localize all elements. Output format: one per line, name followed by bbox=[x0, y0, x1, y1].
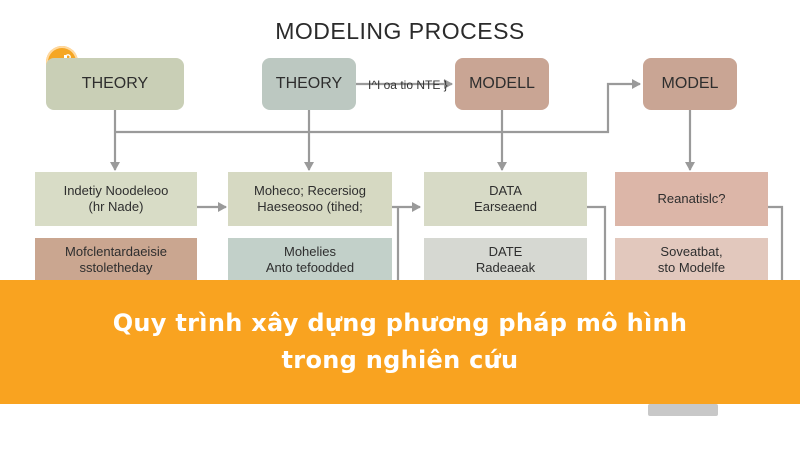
node-model-2-label: MODEL bbox=[661, 75, 719, 93]
caption-line-1: Quy trình xây dựng phương pháp mô hình bbox=[112, 308, 688, 337]
node-theory-2: THEORY bbox=[262, 58, 356, 110]
node-row2-col4: Soveatbat, sto Modelfe bbox=[615, 238, 768, 282]
node-theory-1-label: THEORY bbox=[81, 75, 149, 93]
partial-node-below-banner bbox=[648, 404, 718, 416]
node-theory-2-label: THEORY bbox=[275, 75, 343, 93]
node-model-2: MODEL bbox=[643, 58, 737, 110]
node-row1-col2-line1: Moheco; Recersiog bbox=[254, 183, 366, 199]
node-theory-1: THEORY bbox=[46, 58, 184, 110]
node-row1-col1-line2: (hr Nade) bbox=[88, 199, 144, 214]
node-row2-col4-line1: Soveatbat, bbox=[660, 244, 723, 260]
node-row1-col3: DATA Earseaend bbox=[424, 172, 587, 226]
node-row2-col2-line1: Mohelies bbox=[283, 244, 337, 260]
node-row2-col1: Mofclentardaeisie sstoletheday bbox=[35, 238, 197, 282]
diagram-title: MODELING PROCESS bbox=[275, 18, 525, 44]
node-row2-col3: DATE Radeaeak bbox=[424, 238, 587, 282]
connector-right-2 bbox=[768, 205, 784, 285]
connector-label: I^I oa tio NTE } bbox=[368, 78, 448, 92]
node-row2-col4-line2: sto Modelfe bbox=[657, 260, 726, 275]
node-row2-col1-line1: Mofclentardaeisie bbox=[65, 244, 167, 260]
node-row1-col3-line1: DATA bbox=[489, 183, 522, 199]
node-row1-col1: Indetiy Noodeleoo (hr Nade) bbox=[35, 172, 197, 226]
node-row1-col1-line1: Indetiy Noodeleoo bbox=[63, 183, 169, 199]
node-row2-col1-line2: sstoletheday bbox=[79, 260, 153, 275]
node-row1-col2: Moheco; Recersiog Haeseosoo (tihed; bbox=[228, 172, 392, 226]
node-model-1: MODELL bbox=[455, 58, 549, 110]
node-row2-col3-line2: Radeaeak bbox=[475, 260, 536, 275]
node-row2-col2-line2: Anto tefoodded bbox=[265, 260, 355, 275]
node-row1-col4: Reanatislc? bbox=[615, 172, 768, 226]
connector-right-1 bbox=[587, 205, 607, 285]
node-row1-col4-line1: Reanatislc? bbox=[657, 191, 726, 207]
caption-banner: Quy trình xây dựng phương pháp mô hình t… bbox=[0, 280, 800, 404]
node-model-1-label: MODELL bbox=[469, 75, 535, 93]
node-row2-col2: Mohelies Anto tefoodded bbox=[228, 238, 392, 282]
node-row2-col3-line1: DATE bbox=[488, 244, 523, 260]
caption-line-2: trong nghiên cứu bbox=[281, 346, 519, 374]
connector-main-line bbox=[115, 79, 641, 134]
node-row1-col2-line2: Haeseosoo (tihed; bbox=[257, 199, 363, 214]
node-row1-col3-line2: Earseaend bbox=[474, 199, 537, 214]
